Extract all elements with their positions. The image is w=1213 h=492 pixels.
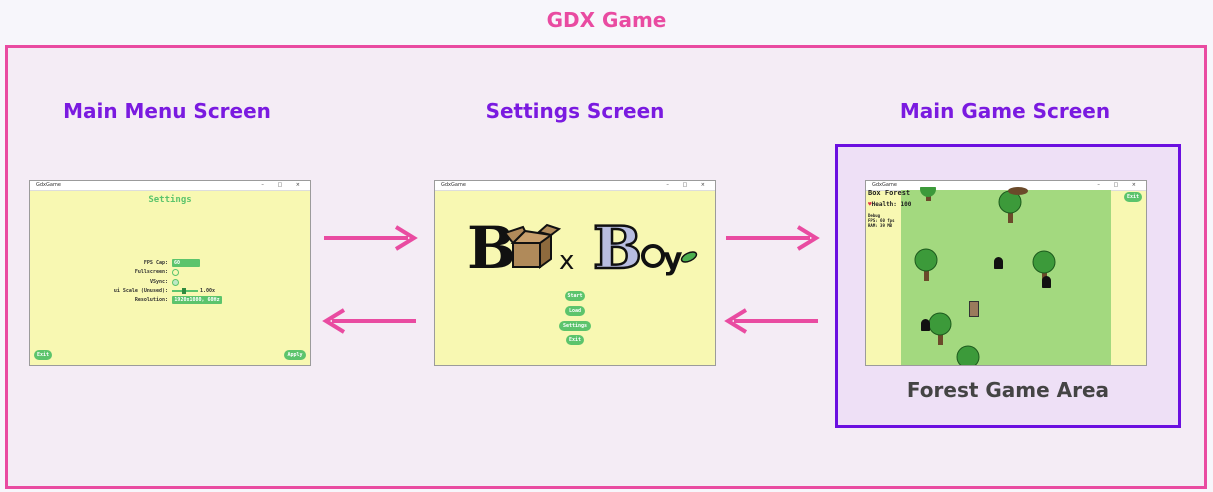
game-ui-window: GdxGame – □ × Box Forest ♥Health: 100 De… xyxy=(865,180,1147,366)
debug-line: FPS: 60 fps xyxy=(868,218,895,223)
ghost-enemy xyxy=(1042,276,1051,288)
fullscreen-label: Fullscreen: xyxy=(134,269,168,275)
main-game-screen-title: Main Game Screen xyxy=(899,99,1111,123)
health-label: Health: 100 xyxy=(871,201,912,208)
settings-heading: Settings xyxy=(148,195,192,205)
ui-scale-slider-handle[interactable] xyxy=(182,288,186,294)
window-title: GdxGame xyxy=(441,182,466,188)
tree-icon xyxy=(928,312,952,345)
fps-cap-label: FPS Cap: xyxy=(143,260,168,266)
leaf-icon xyxy=(680,251,698,263)
exit-button[interactable]: Exit xyxy=(34,350,52,360)
debug-line: RAM: 39 MB xyxy=(868,223,893,228)
forest-game-area-label: Forest Game Area xyxy=(906,378,1110,402)
settings-button[interactable]: Settings xyxy=(559,321,591,331)
game-name-label: Box Forest xyxy=(868,189,911,197)
logo-letter-b2: B xyxy=(593,214,642,282)
window-controls[interactable]: – □ × xyxy=(1097,182,1142,188)
health-display: ♥Health: 100 xyxy=(868,201,911,208)
tree-icon xyxy=(920,187,936,201)
arrow-left-icon xyxy=(322,308,416,334)
heart-icon: ♥ xyxy=(868,201,872,208)
vsync-label: VSync: xyxy=(149,279,168,285)
diagram-title: GDX Game xyxy=(546,8,667,32)
fullscreen-checkbox[interactable] xyxy=(172,269,179,276)
exit-button[interactable]: Exit xyxy=(1124,192,1142,202)
window-title: GdxGame xyxy=(872,182,897,188)
window-controls[interactable]: – □ × xyxy=(666,182,711,188)
forest-game-area xyxy=(901,190,1111,365)
window-titlebar: GdxGame – □ × xyxy=(435,181,715,191)
player-character xyxy=(969,301,979,317)
ghost-enemy xyxy=(921,319,930,331)
window-titlebar: GdxGame – □ × xyxy=(30,181,310,191)
resolution-label: Resolution: xyxy=(134,297,168,303)
main-menu-screen-title: Main Menu Screen xyxy=(63,99,271,123)
ghost-enemy xyxy=(994,257,1003,269)
ui-scale-value: 1.00x xyxy=(200,288,216,294)
logo-letter-o xyxy=(641,244,665,268)
tree-icon xyxy=(1008,187,1028,195)
main-menu-ui-window: GdxGame – □ × B x B y Start Load Setting… xyxy=(434,180,716,366)
arrow-left-icon xyxy=(724,308,818,334)
debug-line: Debug xyxy=(868,213,881,218)
logo-letter-b: B xyxy=(467,214,516,282)
window-title: GdxGame xyxy=(36,182,61,188)
settings-screen-title: Settings Screen xyxy=(485,99,665,123)
tree-icon xyxy=(914,248,938,281)
fps-cap-input[interactable]: 60 xyxy=(172,259,200,267)
box-boy-logo: B x B y xyxy=(467,213,698,283)
box-icon xyxy=(503,223,562,269)
logo-letter-y: y xyxy=(663,242,683,277)
resolution-select[interactable]: 1920x1080, 60Hz xyxy=(172,296,222,304)
debug-panel: Debug FPS: 60 fps RAM: 39 MB xyxy=(868,213,895,228)
window-controls[interactable]: – □ × xyxy=(261,182,306,188)
logo-letter-x: x xyxy=(559,246,574,276)
start-button[interactable]: Start xyxy=(565,291,585,301)
exit-button[interactable]: Exit xyxy=(566,335,584,345)
arrow-right-icon xyxy=(726,225,820,251)
ui-scale-label: ui Scale (Unused): xyxy=(113,288,168,294)
tree-icon xyxy=(956,345,980,365)
vsync-checkbox[interactable] xyxy=(172,279,179,286)
load-button[interactable]: Load xyxy=(565,306,585,316)
apply-button[interactable]: Apply xyxy=(284,350,306,360)
settings-ui-window: GdxGame – □ × Settings FPS Cap: 60 Fulls… xyxy=(29,180,311,366)
arrow-right-icon xyxy=(324,225,418,251)
